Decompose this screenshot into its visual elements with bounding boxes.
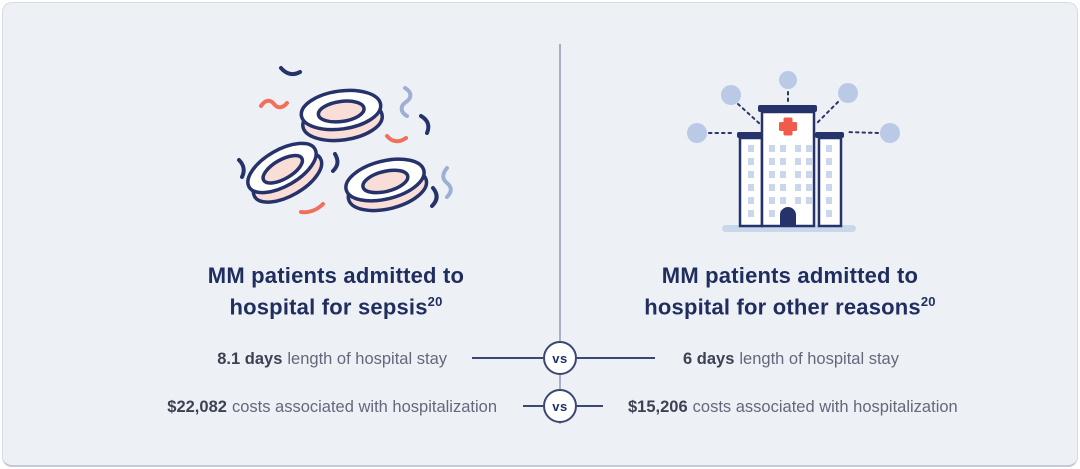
right-title-reference: 20: [920, 294, 936, 309]
left-cost-value: $22,082: [167, 398, 227, 416]
connector-line: [577, 357, 655, 359]
hospital-radiating-dashes: [708, 91, 879, 134]
right-title-line2: hospital for other reasons: [644, 294, 921, 320]
left-stay-value: 8.1 days: [217, 350, 283, 368]
red-blood-cell-top: [299, 88, 384, 143]
center-divider-line: [559, 44, 561, 424]
blood-cells-sepsis-icon: [237, 66, 453, 215]
hospital-windows: [748, 145, 832, 217]
connector-line: [472, 357, 543, 359]
left-panel-title: MM patients admitted to hospital for sep…: [140, 263, 532, 320]
vs-badge-stay: vs: [543, 341, 577, 375]
right-stay-label: length of hospital stay: [739, 350, 899, 368]
red-blood-cell-right: [344, 157, 429, 213]
connector-line: [523, 405, 543, 407]
hospital-building-icon: [687, 71, 900, 232]
microbe-squiggles: [237, 66, 453, 215]
left-stay-label: length of hospital stay: [287, 350, 447, 368]
left-title-line1: MM patients admitted to: [207, 263, 465, 288]
hospital-network-circles: [687, 71, 900, 143]
medical-cross-icon: [779, 117, 797, 136]
right-cost-label: costs associated with hospitalization: [692, 398, 958, 416]
right-stay-value: 6 days: [683, 350, 735, 368]
vs-badge-cost: vs: [543, 389, 577, 423]
left-title-line2: hospital for sepsis: [229, 294, 428, 320]
red-blood-cell-left: [246, 141, 324, 204]
right-cost-value: $15,206: [628, 398, 688, 416]
hospital-door: [780, 207, 796, 226]
right-panel-title: MM patients admitted to hospital for oth…: [594, 263, 986, 320]
hospital-wings: [737, 132, 844, 228]
right-title-line1: MM patients admitted to: [661, 263, 919, 288]
left-title-reference: 20: [427, 294, 443, 309]
left-cost-label: costs associated with hospitalization: [231, 398, 497, 416]
connector-line: [577, 405, 603, 407]
